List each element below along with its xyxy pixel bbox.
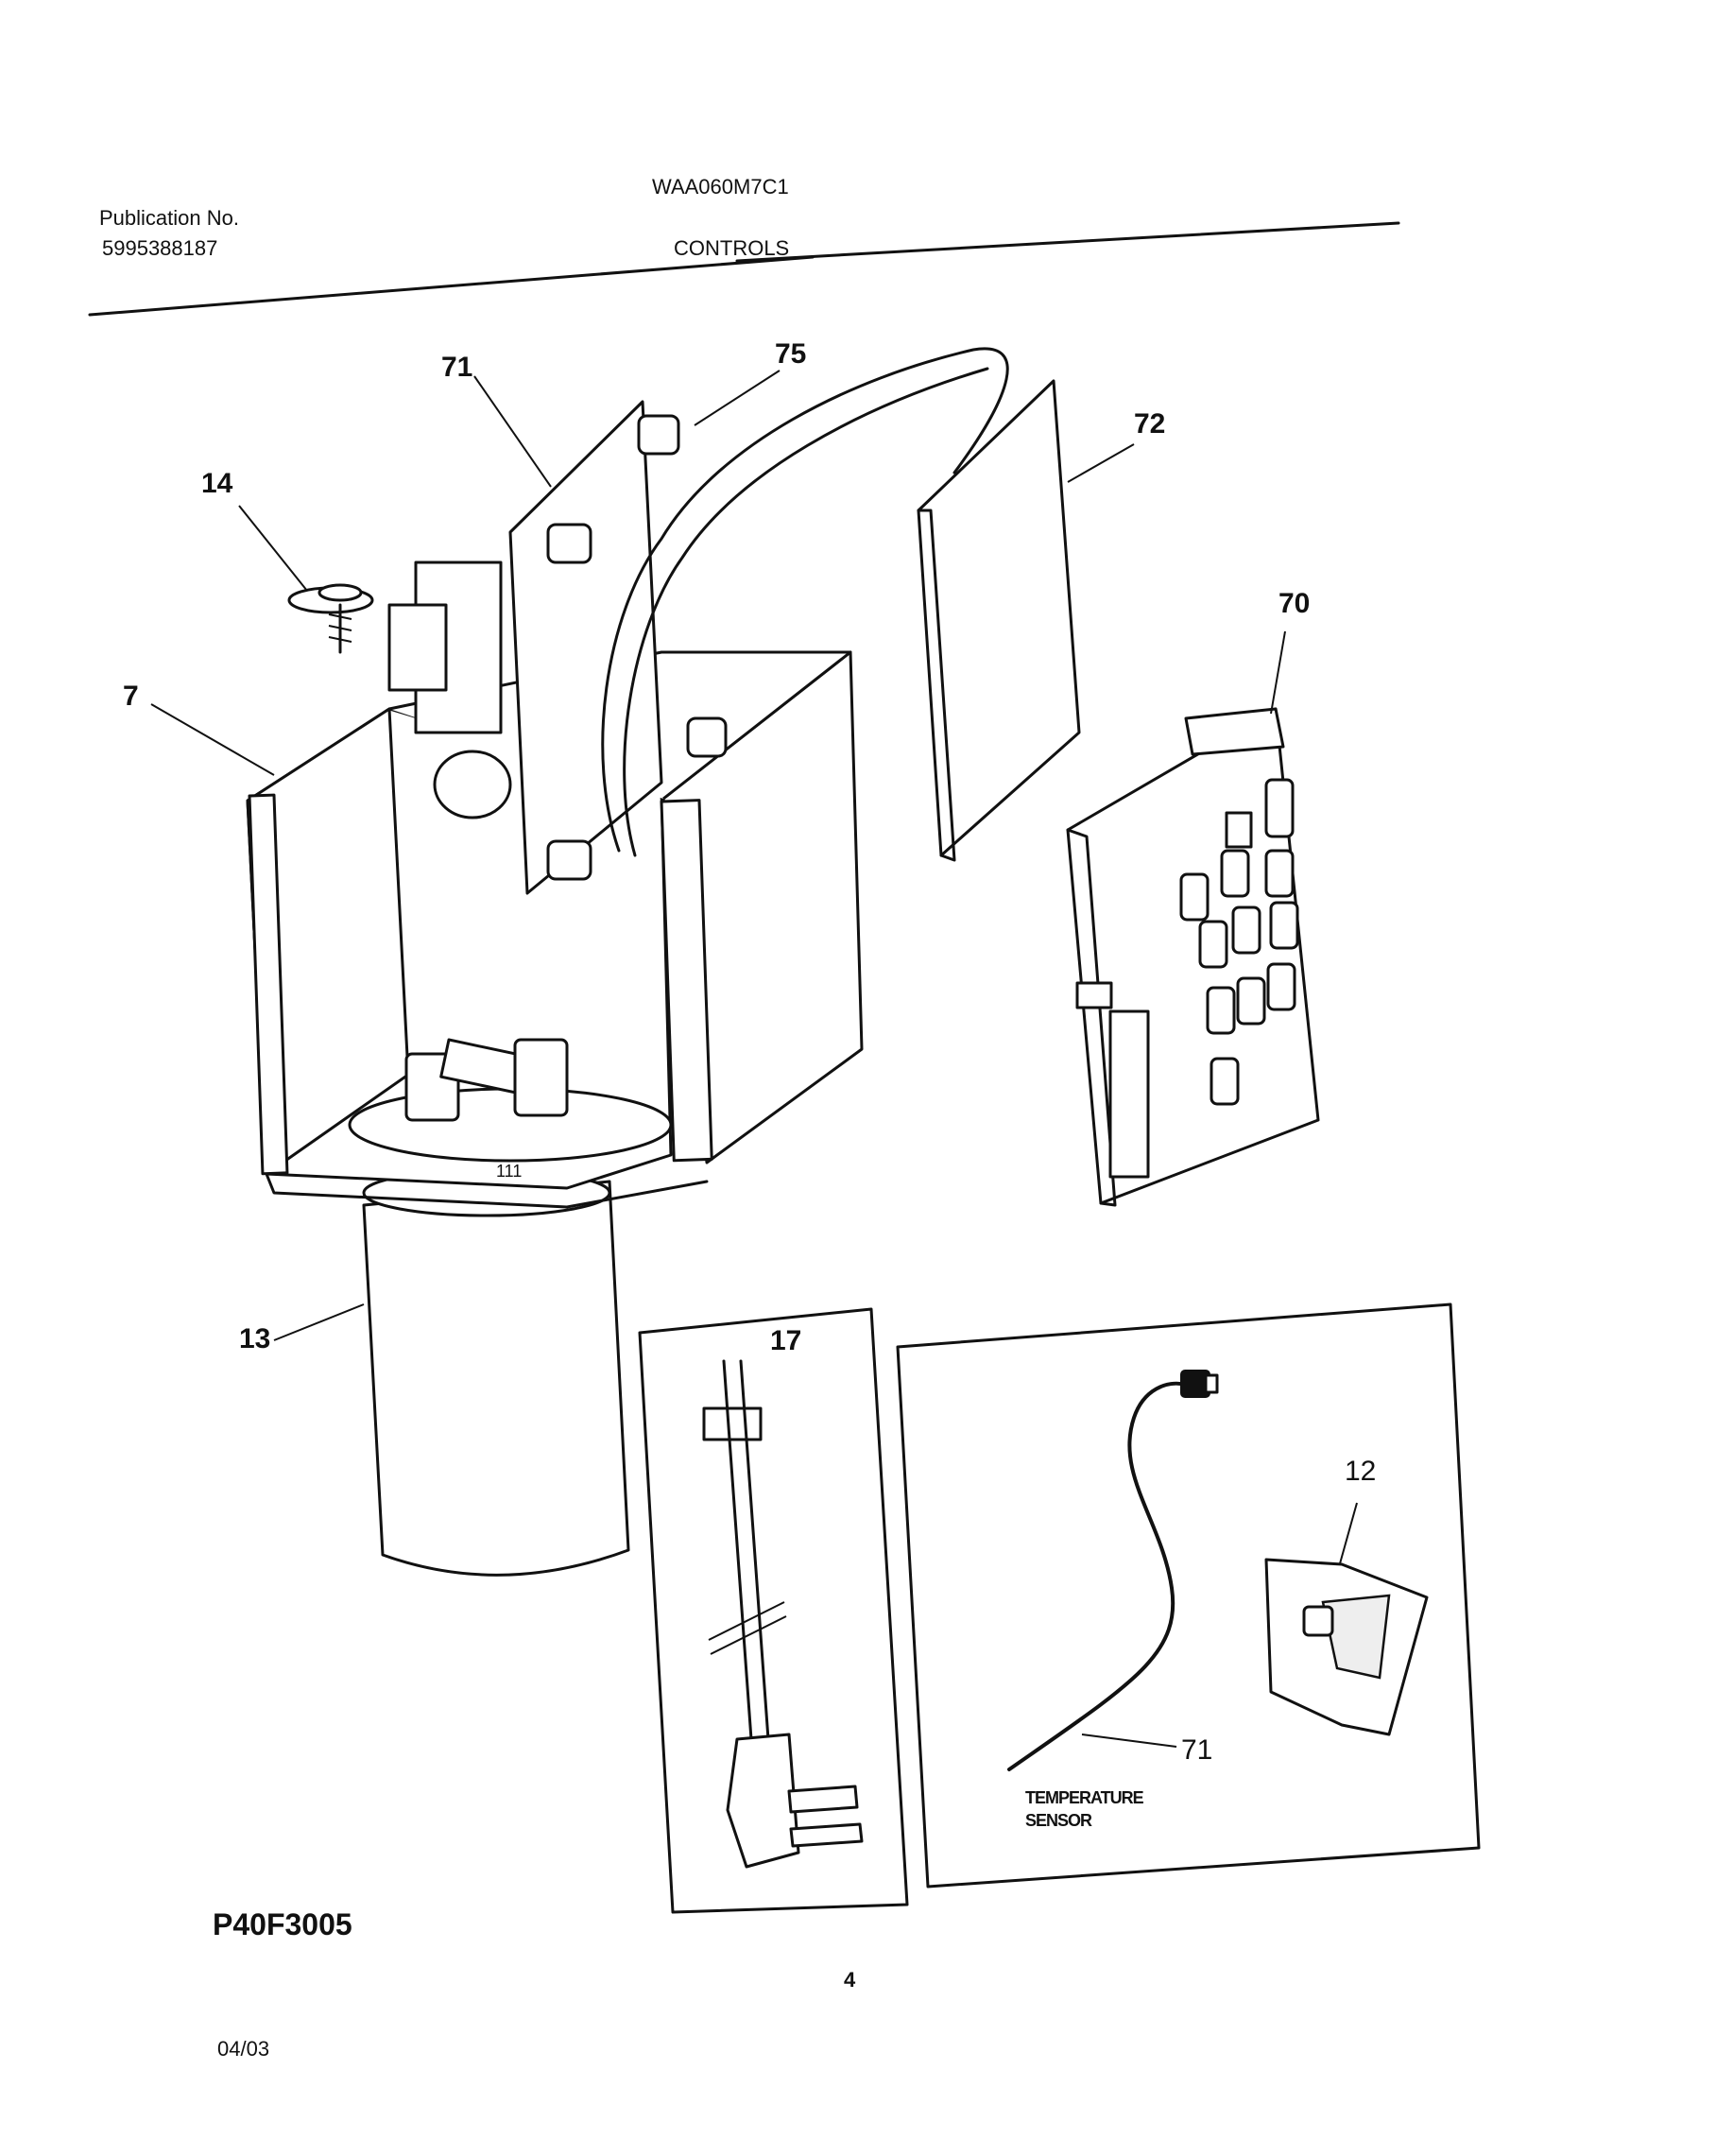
temperature-sensor-wire (1007, 1381, 1188, 1771)
sensor-bracket-12 (1264, 1558, 1429, 1736)
leader-lines (150, 370, 1358, 1748)
power-cord-box-17 (638, 1307, 909, 1914)
wire-harness (601, 347, 1009, 853)
callout-75: 75 (775, 338, 807, 370)
header-rule-top (735, 221, 1400, 263)
callout-14: 14 (201, 468, 233, 499)
temperature-sensor-label: TEMPERATURE SENSOR (1025, 1788, 1144, 1830)
callout-72: 72 (1134, 408, 1166, 440)
callout-13: 13 (239, 1323, 271, 1354)
callout-7: 7 (123, 681, 139, 712)
keypad-70 (1066, 707, 1320, 1207)
drawing-code: P40F3005 (213, 1907, 352, 1941)
model-number: WAA060M7C1 (652, 175, 789, 198)
publication-label: Publication No. (99, 206, 239, 230)
transformer-assembly (387, 561, 512, 819)
callout-71-sensor: 71 (1181, 1734, 1213, 1766)
page-number: 4 (844, 1968, 856, 1992)
revision-date: 04/03 (217, 2037, 270, 2061)
callout-17: 17 (770, 1325, 802, 1356)
publication-number: 5995388187 (102, 236, 218, 260)
capacitor-13 (362, 1168, 630, 1577)
section-title: CONTROLS (674, 236, 790, 260)
callout-71-board: 71 (441, 352, 473, 383)
svg-text:111: 111 (496, 1162, 522, 1181)
keypad-buttons (1179, 778, 1299, 1106)
insulation-panel-72 (917, 379, 1081, 862)
standoff-75 (546, 414, 728, 881)
sensor-box (896, 1302, 1481, 1889)
header-rule-bottom (88, 255, 815, 317)
callout-70: 70 (1278, 588, 1311, 619)
screw-14 (287, 583, 374, 654)
callout-12: 12 (1345, 1456, 1377, 1487)
